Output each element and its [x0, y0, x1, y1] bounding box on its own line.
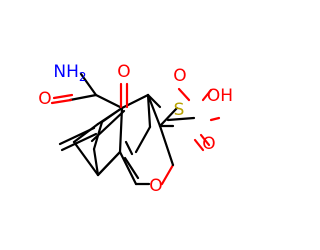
- bond: [177, 87, 191, 102]
- amine-symbol: NH: [53, 62, 79, 82]
- bond: [123, 156, 140, 180]
- bond: [118, 106, 124, 154]
- bond: [146, 93, 152, 129]
- bond: [72, 140, 100, 177]
- bond: [92, 120, 104, 151]
- sulfonyl-oxygen-bottom-label: O: [202, 134, 215, 154]
- sulfur-label: S: [174, 100, 185, 120]
- ring-oxygen-label: O: [149, 176, 162, 196]
- amine-label: NH2: [53, 62, 86, 84]
- bond: [193, 138, 205, 152]
- bond: [158, 106, 179, 128]
- bond: [79, 72, 98, 97]
- bond: [199, 133, 211, 147]
- carbon-bonds: [58, 72, 179, 186]
- bond: [60, 132, 98, 152]
- heteroatom-bonds: [50, 82, 221, 186]
- bond: [146, 93, 162, 128]
- carbonyl-oxygen-1-label: O: [38, 89, 51, 109]
- amine-subscript: 2: [79, 70, 87, 84]
- bond: [146, 93, 162, 109]
- bond: [52, 93, 74, 100]
- molecule-diagram: NH2 O O S OH O O O: [38, 62, 233, 196]
- carbonyl-oxygen-2-label: O: [117, 62, 130, 82]
- bond: [124, 140, 134, 156]
- bond: [158, 124, 175, 167]
- bond: [201, 88, 213, 102]
- bond: [58, 126, 96, 146]
- bond: [68, 93, 98, 102]
- sulfonyl-oxygen-top-label: O: [173, 66, 186, 86]
- atom-labels: NH2 O O S OH O O O: [38, 62, 233, 196]
- hydroxyl-label: OH: [207, 86, 233, 106]
- bond: [94, 93, 124, 110]
- bond: [134, 125, 152, 154]
- bond: [96, 150, 122, 177]
- bond: [50, 98, 73, 105]
- bond: [92, 147, 100, 177]
- bond: [166, 116, 196, 122]
- bond: [209, 116, 221, 122]
- bond: [160, 163, 175, 186]
- structure-canvas: NH2 O O S OH O O O: [38, 62, 233, 196]
- bond: [118, 150, 138, 186]
